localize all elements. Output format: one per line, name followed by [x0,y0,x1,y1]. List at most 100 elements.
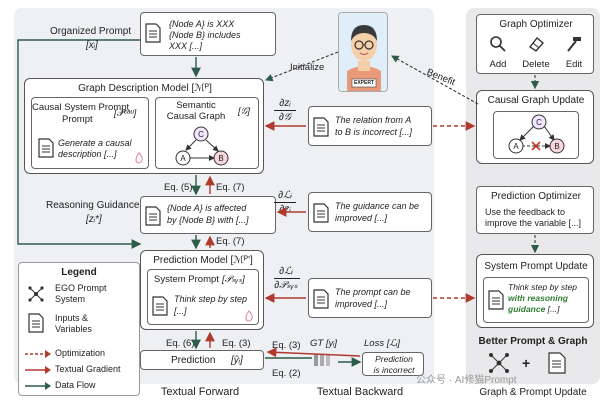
grad-sys-bar [274,278,300,279]
sys-update-line-1: Think step by step [508,282,577,292]
semantic-causal-graph: Semantic Causal Graph [𝒢] C A B [155,97,259,169]
grad-loss-to-prediction [266,347,361,358]
network-icon [489,353,509,373]
action-delete: Delete [522,59,550,70]
sys-title: System Prompt [154,274,219,285]
prediction-var: [ŷᵢ] [231,355,243,366]
action-add: Add [489,59,507,70]
expert-icon [339,13,387,91]
prediction-optimizer-line-1: Use the feedback to [485,207,566,217]
reasoning-box: {Node A} is affected by {Node B} with [.… [140,196,276,234]
organized-prompt-label: Organized Prompt [50,26,132,37]
causal-graph-update: Causal Graph Update C A B [476,90,594,164]
prediction-optimizer: Prediction Optimizer Use the feedback to… [476,186,594,234]
grad-sys-top: ∂ℒᵢ [279,266,293,277]
eq3a-label: Eq. (3) [222,338,251,349]
arrow-prompt-to-prediction [17,39,142,249]
legend-item-4: Textual Gradient [55,364,121,374]
reasoning-label: Reasoning Guidance [46,200,140,211]
legend: Legend EGO Prompt System Inputs & Variab… [18,262,140,396]
grad-graph-bot: ∂𝒢 [278,112,292,123]
reasoning-line-2: by {Node B} with [...] [167,215,249,225]
organized-prompt-box: {Node A} is XXX {Node B} includes XXX [.… [140,12,276,56]
document-icon [152,296,168,316]
grad-graph-line-1: The relation from A [335,115,412,125]
benefit-arrow [391,55,479,105]
grad-graph-bar [274,110,296,111]
graph-model-title: Graph Description Model [ℳᴾ] [78,83,212,94]
grad-reason-top: ∂ℒᵢ [278,190,292,201]
hammer-icon [567,37,581,52]
sys-line-1: Think step by step [174,294,248,304]
update-node-a: A [513,142,519,151]
sys-update-line-2: with reasoning [508,293,568,303]
prediction-label: Prediction [171,355,216,366]
eq3b-label: Eq. (3) [272,340,301,351]
reasoning-var: [zᵢ*] [86,214,102,225]
watermark: 公众号 · AI修猫Prompt [416,375,517,386]
legend-item-1a: EGO Prompt [55,283,107,293]
grad-graph-box: The relation from A to B is incorrect [.… [308,106,432,146]
eq6-label: Eq. (6) [166,338,195,349]
grad-sys-bot: ∂𝒫ₛᵧₛ [274,280,298,291]
document-icon [313,289,329,309]
grad-reason-line-1: The guidance can be [335,201,420,211]
loss-line-2: is incorrect [373,365,415,375]
document-icon [313,203,329,223]
updated-graph-icon [508,114,565,154]
sys-update-title: System Prompt Update [484,261,588,272]
organized-prompt-line-3: XXX [...] [169,41,203,51]
search-icon [490,36,506,52]
legend-item-2b: Variables [55,324,92,334]
semantic-sub: Causal Graph [166,111,226,122]
gradient-arrow-icon [25,366,51,374]
sys-update-line-3-green: guidance [508,304,546,314]
footer-backward: Textual Backward [316,386,404,398]
eq5-label: Eq. (5) [164,182,193,193]
footer-forward: Textual Forward [160,386,240,398]
flame-icon [245,310,253,322]
better-label: Better Prompt & Graph [478,336,588,347]
grad-graph-top: ∂zᵢ [279,98,291,109]
sys-var: [𝒫ₛᵧₛ] [222,274,245,285]
causal-prompt-subtitle: Prompt [62,114,93,125]
document-icon [313,117,329,137]
document-icon [145,23,161,43]
causal-graph-icon [175,126,229,166]
graph-optimizer-title: Graph Optimizer [499,19,573,30]
plus-sign: + [522,355,531,371]
organized-prompt-line-2: {Node B} includes [169,30,241,40]
document-icon [145,206,161,226]
eraser-icon [528,36,544,52]
node-a: A [180,154,186,163]
causal-update-title: Causal Graph Update [487,95,585,106]
semantic-title: Semantic [176,100,216,111]
prediction-optimizer-title: Prediction Optimizer [490,191,582,202]
prediction-box: Prediction [ŷᵢ] [140,350,264,370]
update-node-c: C [536,118,542,127]
graph-description-model: Graph Description Model [ℳᴾ] Causal Syst… [24,78,264,174]
legend-item-1b: System [55,294,86,304]
legend-item-2a: Inputs & [55,313,89,323]
legend-item-3: Optimization [55,348,106,358]
sys-update-line-3: guidance [...] [508,304,559,315]
gt-stack-icon [314,352,334,368]
network-icon [28,286,44,302]
semantic-var: [𝒢] [238,106,251,117]
causal-prompt-var: [𝒫ᶜᵃᵘ] [114,108,137,119]
grad-reason-line-2: improved [...] [335,213,388,223]
grad-graph-line-2: to B is incorrect [...] [335,127,413,137]
document-icon [488,290,504,310]
causal-system-prompt: Causal System Prompt [𝒫ᶜᵃᵘ] Prompt Gener… [31,97,149,169]
causal-prompt-line-1: Generate a causal [58,138,132,148]
node-b: B [218,154,224,163]
sys-update-inner: Think step by step with reasoning guidan… [483,277,589,323]
organized-prompt-line-1: {Node A} is XXX [169,19,235,29]
expert-avatar: EXPERT [338,12,388,92]
prediction-optimizer-line-2: improve the variable [...] [485,218,582,228]
legend-title: Legend [61,267,97,278]
loss-line-1: Prediction [375,354,413,364]
legend-item-5: Data Flow [55,380,96,390]
document-icon [28,313,44,333]
